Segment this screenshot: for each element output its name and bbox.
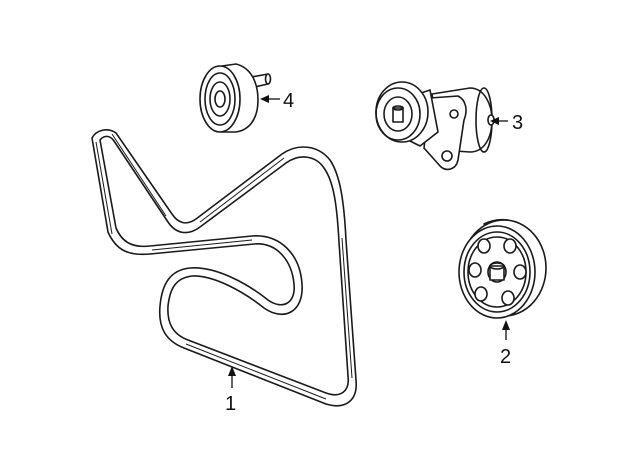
serpentine-belt xyxy=(91,129,357,407)
callout-3: 3 xyxy=(490,112,523,134)
pulley xyxy=(458,218,547,319)
belt-tensioner xyxy=(375,81,495,171)
callout-label-3: 3 xyxy=(512,112,523,134)
callout-1: 1 xyxy=(225,366,236,415)
idler-pulley xyxy=(199,63,272,133)
callout-2: 2 xyxy=(500,320,511,368)
callout-4: 4 xyxy=(260,90,294,112)
callout-label-4: 4 xyxy=(283,90,294,112)
callout-label-1: 1 xyxy=(225,393,236,415)
callout-label-2: 2 xyxy=(500,346,511,368)
